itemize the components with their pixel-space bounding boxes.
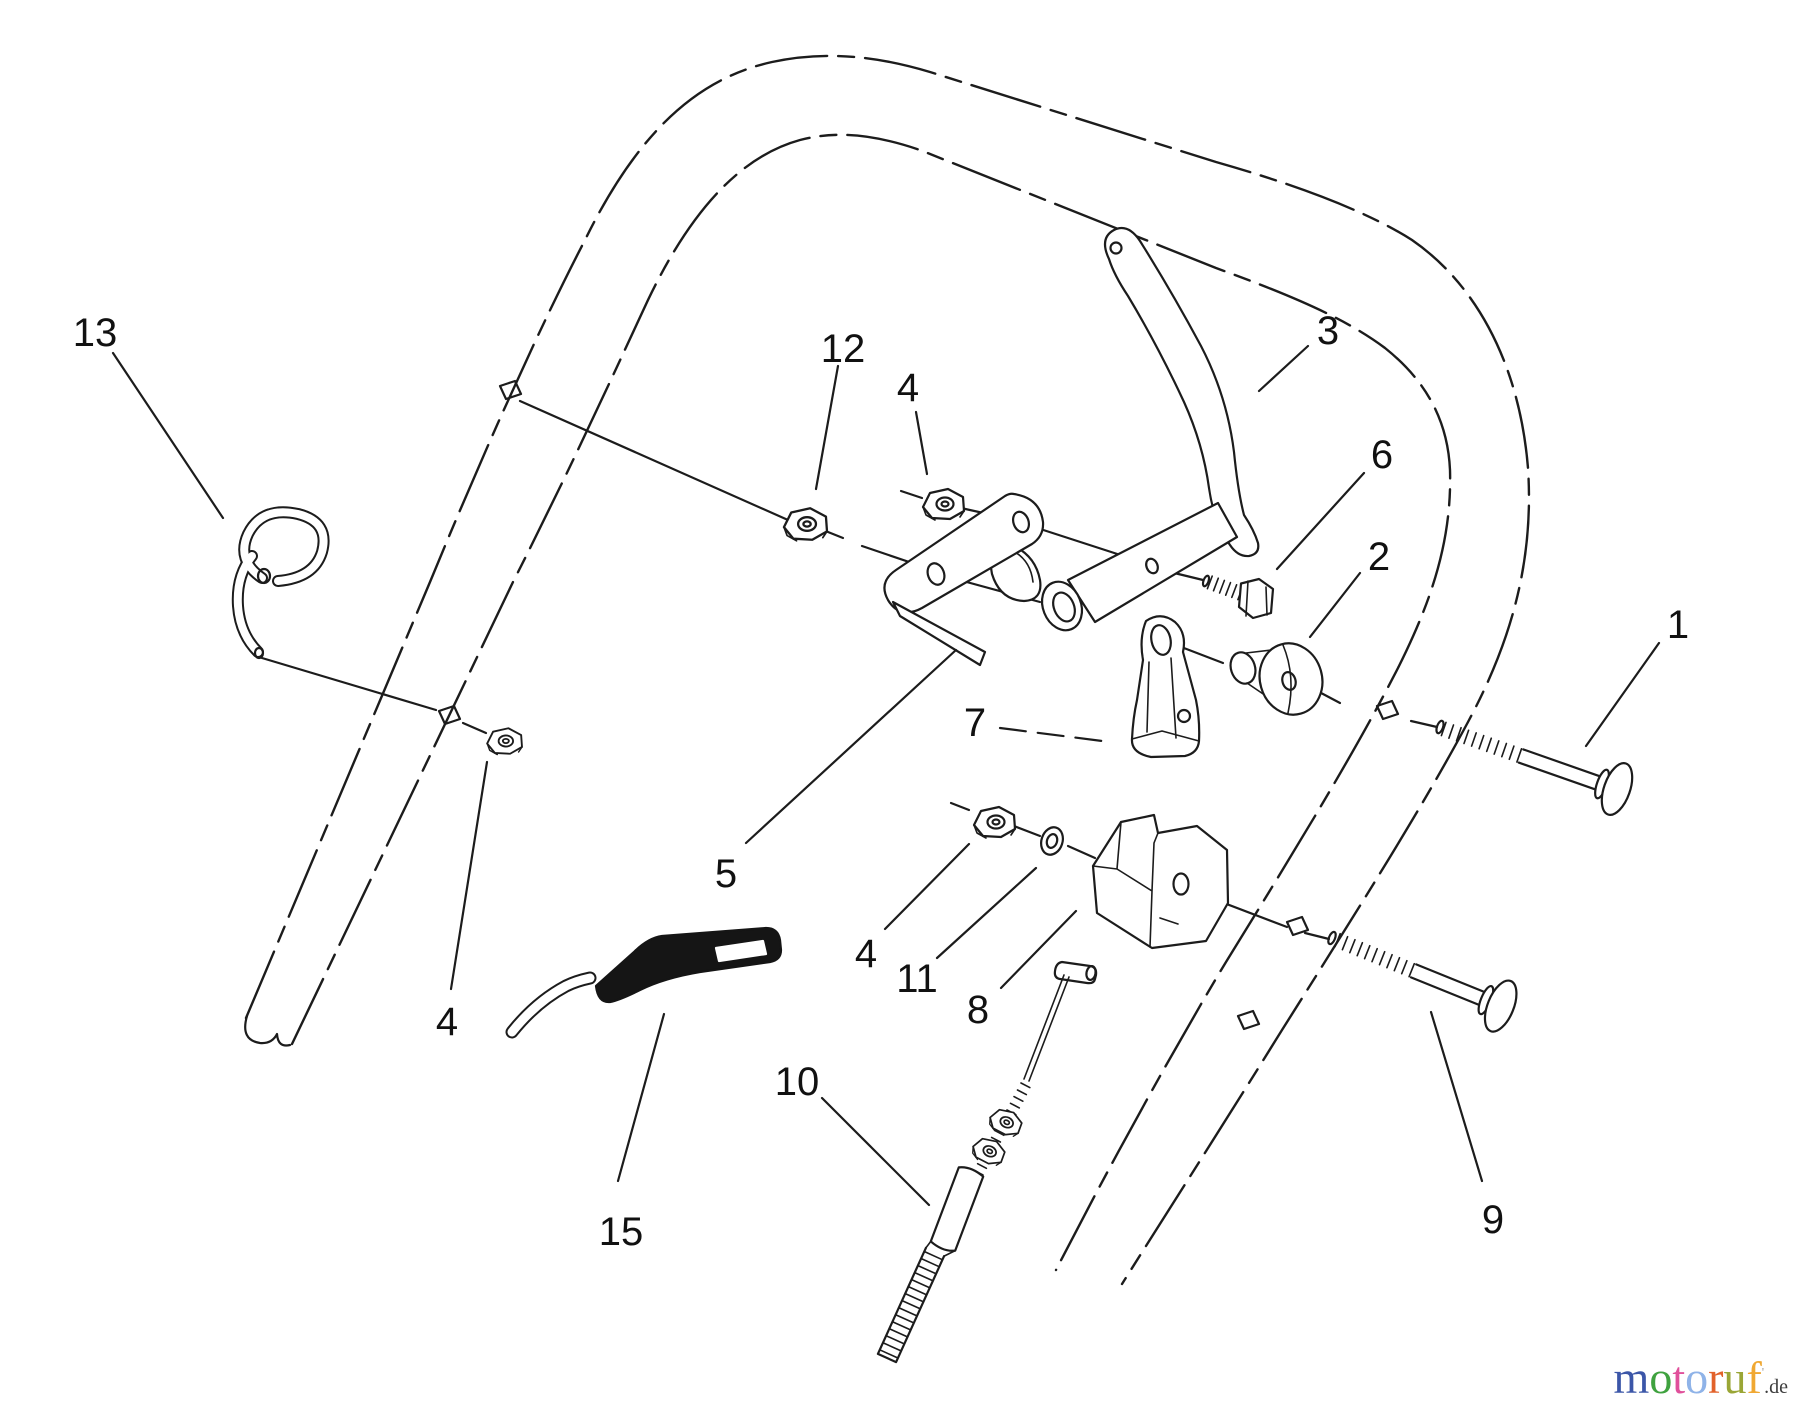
callout-5: 5 <box>715 852 737 896</box>
logo-letter: o <box>1685 1352 1709 1403</box>
wire-connector-part15 <box>505 926 783 1039</box>
logo-domain-suffix: .de <box>1764 1376 1788 1398</box>
cable-jam-nut <box>985 1103 1026 1141</box>
tube-hole <box>1236 1009 1261 1031</box>
callout-13: 13 <box>73 311 118 355</box>
control-lever-part3 <box>1040 226 1260 632</box>
callout-15: 15 <box>599 1210 644 1254</box>
callout-4b: 4 <box>855 932 877 976</box>
tube-end <box>244 1014 292 1047</box>
callout-8: 8 <box>967 988 989 1032</box>
cable-bracket-part8 <box>1091 813 1230 950</box>
motoruf-logo: motoruf'.de <box>1614 1355 1788 1401</box>
wire-guide-part13 <box>231 506 330 660</box>
callout-6: 6 <box>1371 433 1393 477</box>
logo-letter: t <box>1672 1352 1686 1403</box>
logo-letter: u <box>1723 1352 1747 1403</box>
tube-hole <box>498 379 523 401</box>
tube-hole <box>1375 699 1400 721</box>
cam-lever-part7 <box>1130 615 1201 759</box>
callout-7: 7 <box>964 701 986 745</box>
leader-lines <box>111 344 1661 1207</box>
hex-bolt-6 <box>1201 574 1275 620</box>
callout-11: 11 <box>896 957 938 1001</box>
callout-4c: 4 <box>436 1000 458 1044</box>
tube-hole <box>1285 915 1310 937</box>
callout-3: 3 <box>1317 309 1339 353</box>
callout-4a: 4 <box>897 366 919 410</box>
handlebar-tube <box>244 54 1531 1286</box>
callout-1: 1 <box>1667 603 1689 647</box>
hex-nut-4b <box>972 805 1017 840</box>
callout-9: 9 <box>1482 1198 1504 1242</box>
logo-letter: o <box>1649 1352 1673 1403</box>
cable-jam-nut <box>968 1132 1009 1170</box>
tube-hole <box>437 704 462 726</box>
logo-trademark: ' <box>1761 1364 1765 1380</box>
flange-locknut-12 <box>782 507 829 542</box>
callout-labels: 1 2 3 4 4 4 5 6 7 8 9 10 11 12 13 15 <box>73 309 1689 1254</box>
cable-part10 <box>876 960 1098 1364</box>
carriage-bolt-1 <box>1435 719 1634 816</box>
washer-11 <box>1040 826 1064 856</box>
callout-2: 2 <box>1368 535 1390 579</box>
hex-nut-4a <box>921 487 966 522</box>
carriage-bolt-9 <box>1327 930 1518 1033</box>
callout-10: 10 <box>775 1060 820 1104</box>
hex-nut-4c <box>486 727 523 756</box>
logo-letter: r <box>1708 1352 1724 1403</box>
logo-letter: m <box>1613 1352 1650 1403</box>
knob-part2 <box>1229 642 1324 716</box>
bracket-part5 <box>883 492 1045 667</box>
logo-letter: f <box>1746 1352 1762 1403</box>
callout-12: 12 <box>821 327 866 371</box>
